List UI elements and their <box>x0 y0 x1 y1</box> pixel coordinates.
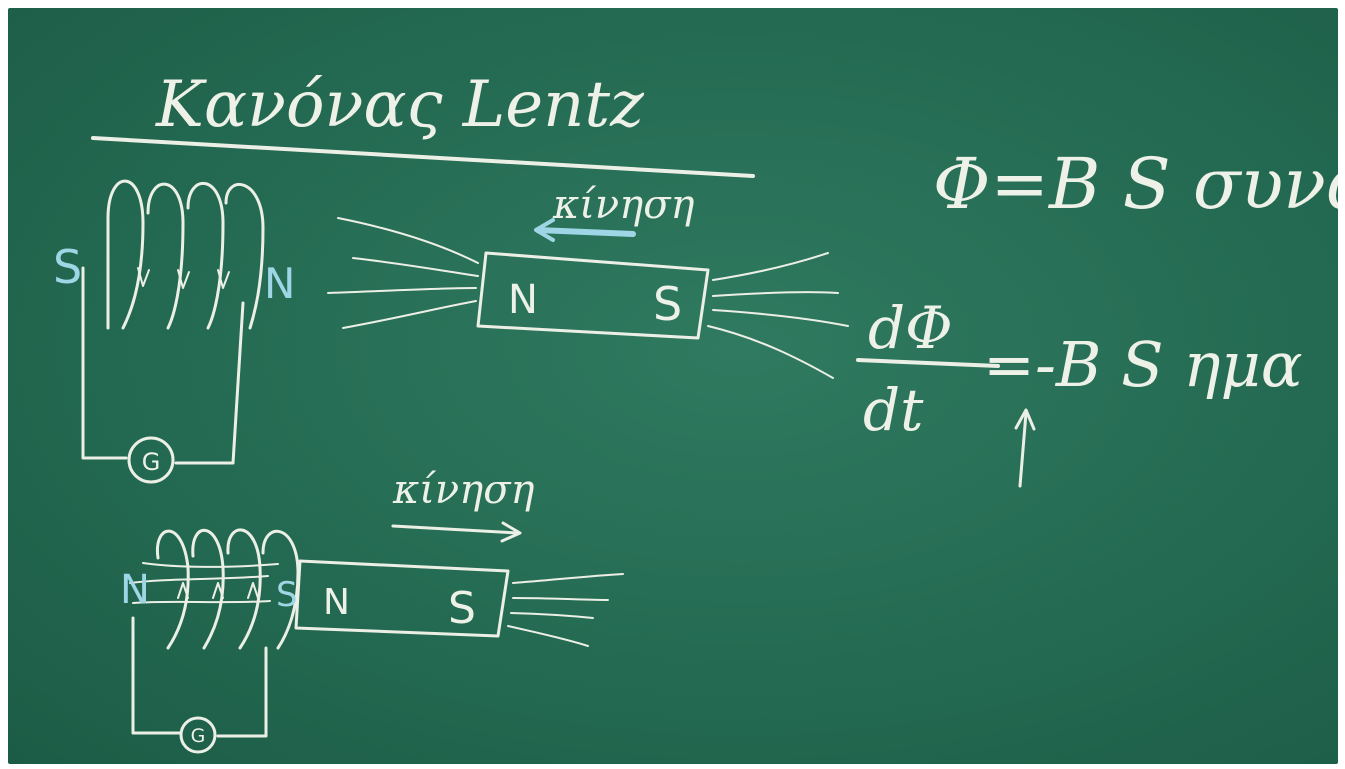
title: Κανόνας Lentz <box>155 68 645 142</box>
derivative-numerator: dΦ <box>868 294 953 362</box>
bottom-field-lines-right <box>508 574 623 646</box>
bottom-magnet-s: S <box>448 583 476 634</box>
title-underline <box>93 138 753 176</box>
bottom-motion-label: κίνηση <box>392 467 535 513</box>
chalkboard: Κανόνας Lentz S N G N S κίνηση <box>8 8 1338 764</box>
derivative-denominator: dt <box>863 376 924 444</box>
top-coil-right-pole: N <box>264 259 295 308</box>
top-motion-arrow <box>538 230 633 234</box>
bottom-magnet-n: N <box>323 582 350 623</box>
bottom-coil <box>130 530 298 648</box>
top-galvanometer-label: G <box>142 448 161 476</box>
top-wire-left <box>83 268 126 458</box>
top-magnet-n: N <box>508 277 538 323</box>
bottom-coil-left-pole: N <box>120 567 150 613</box>
bottom-motion-arrow <box>393 526 518 533</box>
top-field-lines-right <box>708 253 848 378</box>
flux-equation: Φ=B S συνα <box>933 143 1338 225</box>
bottom-galvanometer-label: G <box>191 725 206 747</box>
derivative-rhs: =-B S ημα <box>983 328 1303 401</box>
board-drawing: Κανόνας Lentz S N G N S κίνηση <box>8 8 1338 764</box>
top-field-lines-left <box>328 218 478 328</box>
bottom-wire-left <box>133 618 180 733</box>
top-coil-left-pole: S <box>53 240 82 294</box>
bottom-coil-right-pole: S <box>276 575 298 615</box>
top-magnet-s: S <box>653 277 682 331</box>
bottom-wire-right <box>218 648 266 736</box>
top-motion-label: κίνηση <box>552 182 695 228</box>
top-coil <box>108 181 263 328</box>
pointer-arrow <box>1020 413 1026 486</box>
